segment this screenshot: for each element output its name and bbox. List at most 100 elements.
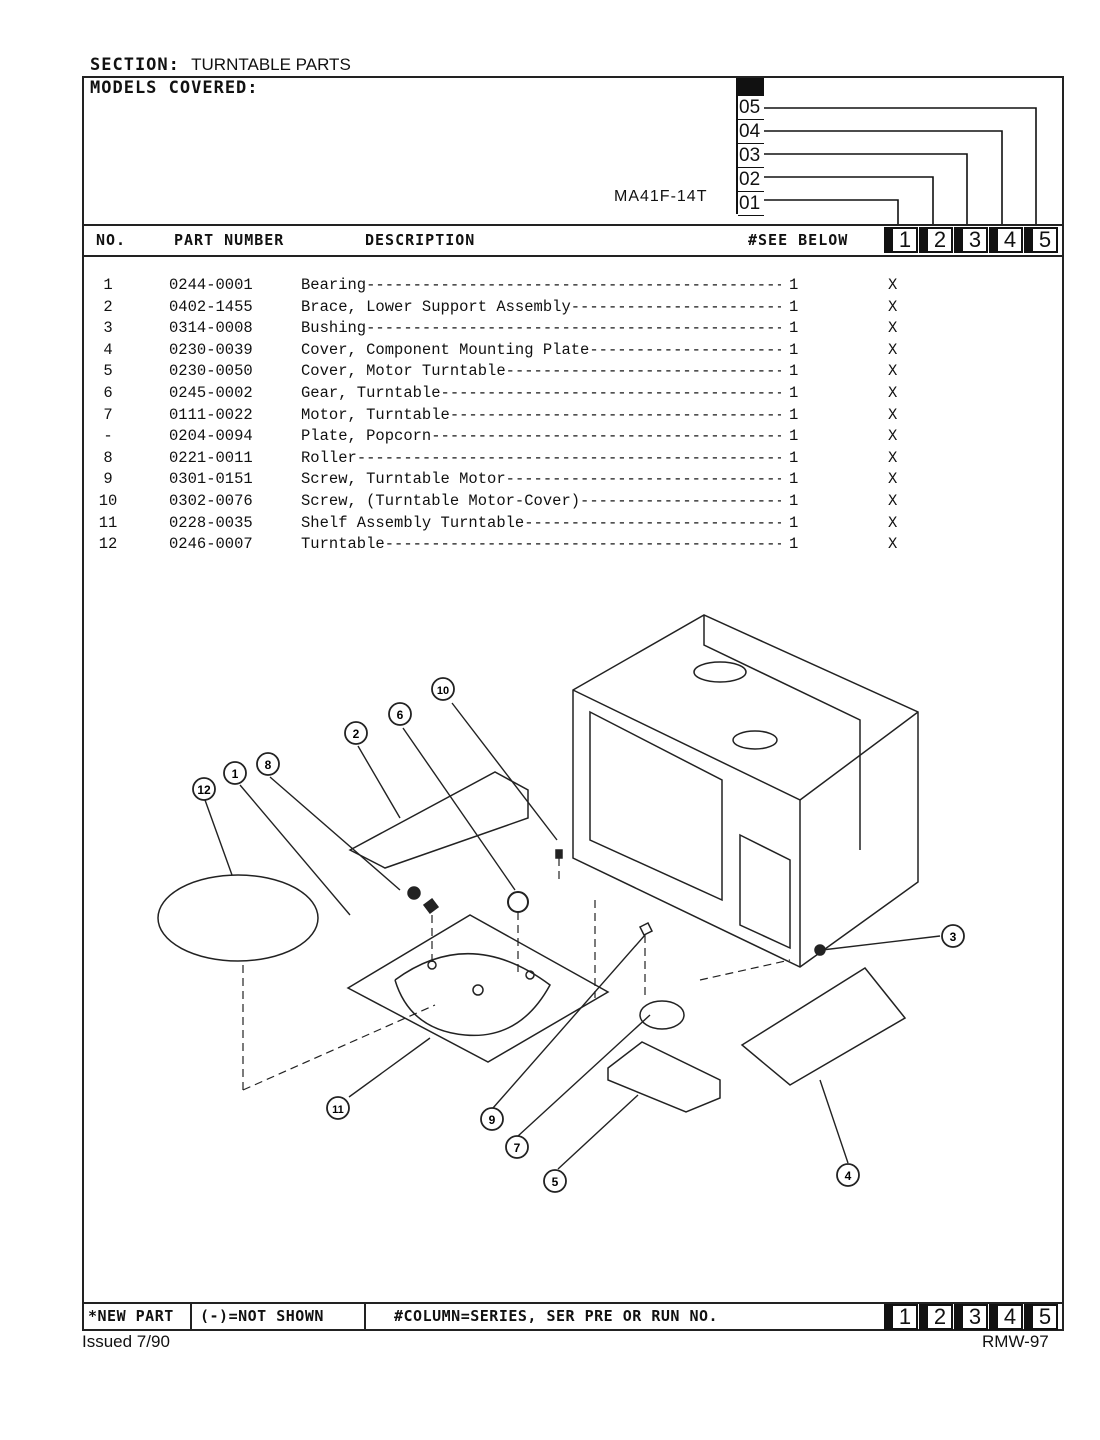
part-no: 4 <box>103 340 113 359</box>
callout-5: 5 <box>543 1169 567 1193</box>
series-code: 01 <box>738 192 764 216</box>
part-number: 0246-0007 <box>169 535 253 554</box>
svg-text:9: 9 <box>489 1113 496 1127</box>
part-series-mark: X <box>888 427 898 446</box>
part-description: Cover, Component Mounting Plate---------… <box>301 340 781 359</box>
part-qty: 1 <box>789 470 799 489</box>
part-description: Shelf Assembly Turntable----------------… <box>301 513 781 532</box>
callout-1: 1 <box>223 761 247 785</box>
part-qty: 1 <box>789 383 799 402</box>
part-description: Gear, Turntable-------------------------… <box>301 383 781 402</box>
footer-new-part: *NEW PART <box>88 1307 174 1325</box>
part-series-mark: X <box>888 448 898 467</box>
callout-4: 4 <box>836 1163 860 1187</box>
svg-text:2: 2 <box>353 727 360 741</box>
part-qty: 1 <box>789 535 799 554</box>
svg-text:3: 3 <box>950 930 957 944</box>
series-box: 2 <box>919 1304 953 1330</box>
series-box: 1 <box>884 1304 918 1330</box>
part-series-mark: X <box>888 297 898 316</box>
part-qty: 1 <box>789 427 799 446</box>
callout-9: 9 <box>480 1107 504 1131</box>
series-column-boxes: 1 2 3 4 5 <box>884 227 1059 253</box>
part-number: 0111-0022 <box>169 405 253 424</box>
series-box: 1 <box>884 227 918 253</box>
part-number: 0230-0050 <box>169 362 253 381</box>
parts-sheet-frame <box>82 76 1064 1331</box>
part-description: Plate, Popcorn--------------------------… <box>301 427 781 446</box>
motor-cover <box>607 1041 721 1113</box>
leader-line-02 <box>764 176 934 226</box>
part-no: 8 <box>103 448 113 467</box>
part-qty: 1 <box>789 276 799 294</box>
part-no: 1 <box>103 276 113 294</box>
part-qty: 1 <box>789 362 799 381</box>
part-qty: 1 <box>789 340 799 359</box>
col-header-see-below: #SEE BELOW <box>748 231 849 249</box>
part-no: 2 <box>103 297 113 316</box>
part-series-mark: X <box>888 319 898 338</box>
part-description: Roller----------------------------------… <box>301 448 781 467</box>
exploded-parts-diagram: 12 1 8 2 6 10 3 4 5 7 9 11 <box>157 614 965 1193</box>
part-series-mark: X <box>888 535 898 554</box>
series-box: 4 <box>989 227 1023 253</box>
leader-line-03 <box>764 153 968 226</box>
part-no: 7 <box>103 405 113 424</box>
part-qty: 1 <box>789 513 799 532</box>
series-box: 2 <box>919 227 953 253</box>
header-divider-top <box>82 224 1064 226</box>
callout-6: 6 <box>388 702 412 726</box>
part-qty: 1 <box>789 491 799 510</box>
col-header-description: DESCRIPTION <box>365 231 476 249</box>
header-divider-bottom <box>82 255 1064 257</box>
part-description: Screw, Turntable Motor------------------… <box>301 470 781 489</box>
callout-10: 10 <box>431 677 455 701</box>
section-label: SECTION: <box>90 55 180 75</box>
part-qty: 1 <box>789 405 799 424</box>
part-number: 0245-0002 <box>169 383 253 402</box>
part-qty: 1 <box>789 297 799 316</box>
callout-markers: 12 1 8 2 6 10 3 4 5 7 9 11 <box>192 677 965 1193</box>
series-leader-lines <box>764 107 1037 226</box>
leader-line-04 <box>764 130 1003 226</box>
svg-text:11: 11 <box>332 1104 344 1116</box>
callout-7: 7 <box>505 1135 529 1159</box>
part-no: 11 <box>98 513 118 532</box>
part-no: 10 <box>98 491 118 510</box>
screw-turntable-motor <box>638 921 654 937</box>
svg-text:1: 1 <box>232 767 239 781</box>
part-no: 5 <box>103 362 113 381</box>
leader-line-01 <box>764 199 899 226</box>
oven-cavity <box>572 614 919 968</box>
model-name: MA41F-14T <box>614 188 708 205</box>
part-description: Turntable-------------------------------… <box>301 535 781 554</box>
component-mounting-plate-cover <box>740 967 907 1086</box>
series-code: 04 <box>738 120 764 144</box>
series-box: 4 <box>989 1304 1023 1330</box>
part-series-mark: X <box>888 513 898 532</box>
screw-motor-cover <box>555 849 563 859</box>
section-value: TURNTABLE PARTS <box>191 55 351 74</box>
svg-text:4: 4 <box>845 1169 852 1183</box>
part-number: 0301-0151 <box>169 470 253 489</box>
part-qty: 1 <box>789 319 799 338</box>
issued-date: Issued 7/90 <box>82 1332 170 1351</box>
col-header-part-number: PART NUMBER <box>174 231 285 249</box>
bearing <box>422 897 440 915</box>
part-number: 0314-0008 <box>169 319 253 338</box>
callout-11: 11 <box>326 1096 350 1120</box>
document-number: RMW-97 <box>982 1332 1049 1351</box>
part-number: 0228-0035 <box>169 513 253 532</box>
part-description: Bushing---------------------------------… <box>301 319 781 338</box>
part-series-mark: X <box>888 340 898 359</box>
part-no: 12 <box>98 535 118 554</box>
part-no: - <box>103 427 113 446</box>
series-box: 3 <box>954 1304 988 1330</box>
callout-8: 8 <box>256 752 280 776</box>
footer-sep <box>190 1303 192 1330</box>
part-number: 0402-1455 <box>169 297 253 316</box>
part-number: 0221-0011 <box>169 448 253 467</box>
part-qty: 1 <box>789 448 799 467</box>
part-series-mark: X <box>888 405 898 424</box>
leader-line-05 <box>764 107 1037 226</box>
